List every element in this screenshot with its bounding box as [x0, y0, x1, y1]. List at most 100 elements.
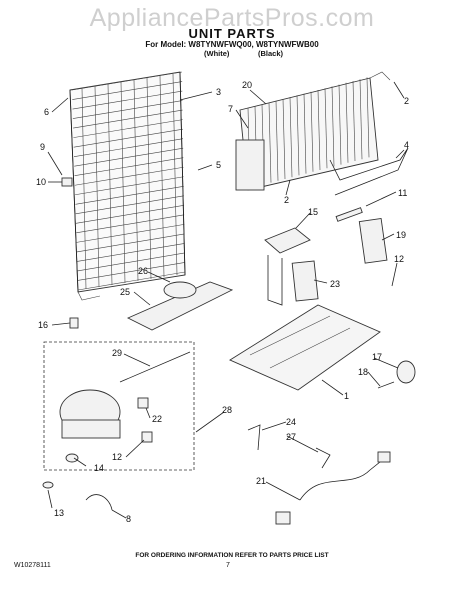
callout-2a: 2 — [404, 96, 409, 106]
coil-tube — [77, 243, 185, 262]
coil-tube — [75, 195, 184, 215]
callout-9: 9 — [40, 142, 45, 152]
evaporator-fin — [331, 86, 335, 167]
clip-16 — [69, 317, 79, 329]
grommet-13 — [42, 481, 54, 489]
callout-22: 22 — [152, 414, 162, 424]
evaporator-fin — [345, 82, 349, 163]
coil-tube — [74, 147, 184, 167]
coil-tube — [73, 119, 183, 138]
evaporator-fin — [352, 80, 356, 162]
coil-tube — [77, 271, 186, 291]
coil-tube — [72, 100, 183, 119]
page-number: 7 — [226, 562, 230, 569]
callout-8: 8 — [126, 514, 131, 524]
evaporator-fin — [282, 98, 286, 180]
evaporator-fin — [289, 97, 293, 178]
evaporator-fin — [296, 95, 300, 176]
wiring-harness — [299, 457, 386, 501]
insulation-23 — [291, 260, 319, 302]
callout-labels: 3 6 5 9 10 20 7 2 4 2 11 15 19 12 23 26 … — [36, 80, 409, 524]
coil-tube — [76, 214, 185, 234]
coil-tube — [72, 81, 183, 100]
coil-wire — [120, 81, 126, 284]
callout-14: 14 — [94, 463, 104, 473]
callout-15: 15 — [308, 207, 318, 217]
overload — [141, 431, 153, 443]
evaporator-fin — [324, 88, 328, 169]
callout-20: 20 — [242, 80, 252, 90]
coil-wire — [159, 75, 165, 278]
callout-21: 21 — [256, 476, 266, 486]
callout-24: 24 — [286, 417, 296, 427]
variant-black: (Black) — [258, 49, 284, 58]
callout-7: 7 — [228, 104, 233, 114]
callout-2b: 2 — [284, 195, 289, 205]
coil-wire — [133, 79, 139, 282]
coil-tube — [74, 166, 184, 186]
coil-tube — [73, 128, 183, 148]
coil-wire — [172, 73, 178, 276]
callout-29: 29 — [112, 348, 122, 358]
relay — [137, 397, 149, 409]
coil-tube — [76, 224, 185, 243]
callout-18: 18 — [358, 367, 368, 377]
coil-tube — [74, 157, 184, 177]
coil-tube — [75, 205, 185, 224]
harness-plug — [377, 451, 391, 463]
insulation-19 — [358, 218, 388, 264]
coil-tube — [77, 252, 185, 272]
evaporator-fin — [366, 77, 370, 158]
callout-17: 17 — [372, 352, 382, 362]
coil-tube — [73, 138, 184, 157]
evaporator-fin — [303, 93, 307, 174]
callout-1: 1 — [344, 391, 349, 401]
model-line: For Model: W8TYNWFWQ00, W8TYNWFWB00 — [145, 40, 319, 49]
drain-tube — [329, 147, 409, 196]
fan-motor — [396, 360, 416, 384]
callout-4: 4 — [404, 140, 409, 150]
callout-5: 5 — [216, 160, 221, 170]
callout-27: 27 — [286, 432, 296, 442]
evaporator-coil — [235, 71, 391, 191]
callout-11: 11 — [398, 188, 407, 198]
drier — [119, 351, 191, 383]
coil-tube — [72, 90, 183, 110]
variant-white: (White) — [204, 49, 230, 58]
compartment-base — [229, 304, 381, 391]
coil-wire — [94, 85, 100, 288]
callout-10: 10 — [36, 177, 46, 187]
coil-tube — [73, 109, 183, 129]
clip-27 — [315, 447, 331, 469]
evaporator-fin — [359, 79, 363, 160]
coil-wire — [81, 87, 87, 290]
compressor-kit-box — [43, 341, 195, 471]
coil-tube — [76, 233, 185, 253]
tube-24 — [247, 424, 261, 451]
coil-tube — [77, 262, 185, 281]
evaporator-fin — [310, 91, 314, 172]
tube-assembly — [264, 227, 311, 306]
callout-28: 28 — [222, 405, 232, 415]
wire-8 — [85, 494, 113, 511]
evaporator-fin — [317, 89, 321, 171]
evaporator-fin — [275, 100, 279, 181]
drain-pan — [126, 281, 234, 331]
callout-3: 3 — [216, 87, 221, 97]
document-id: W10278111 — [14, 562, 51, 569]
harness-connector — [275, 511, 291, 525]
sensor-11 — [335, 207, 363, 222]
bracket-10 — [61, 177, 73, 187]
coil-tube — [75, 176, 184, 196]
callout-26: 26 — [138, 266, 148, 276]
callout-6: 6 — [44, 107, 49, 117]
callout-25: 25 — [120, 287, 130, 297]
callout-16: 16 — [38, 320, 48, 330]
callout-12a: 12 — [394, 254, 404, 264]
condenser-coil — [69, 71, 186, 301]
coil-tube — [75, 185, 184, 205]
evaporator-fin — [268, 102, 272, 183]
fan-shaft — [377, 381, 395, 389]
coil-wire — [107, 83, 113, 286]
